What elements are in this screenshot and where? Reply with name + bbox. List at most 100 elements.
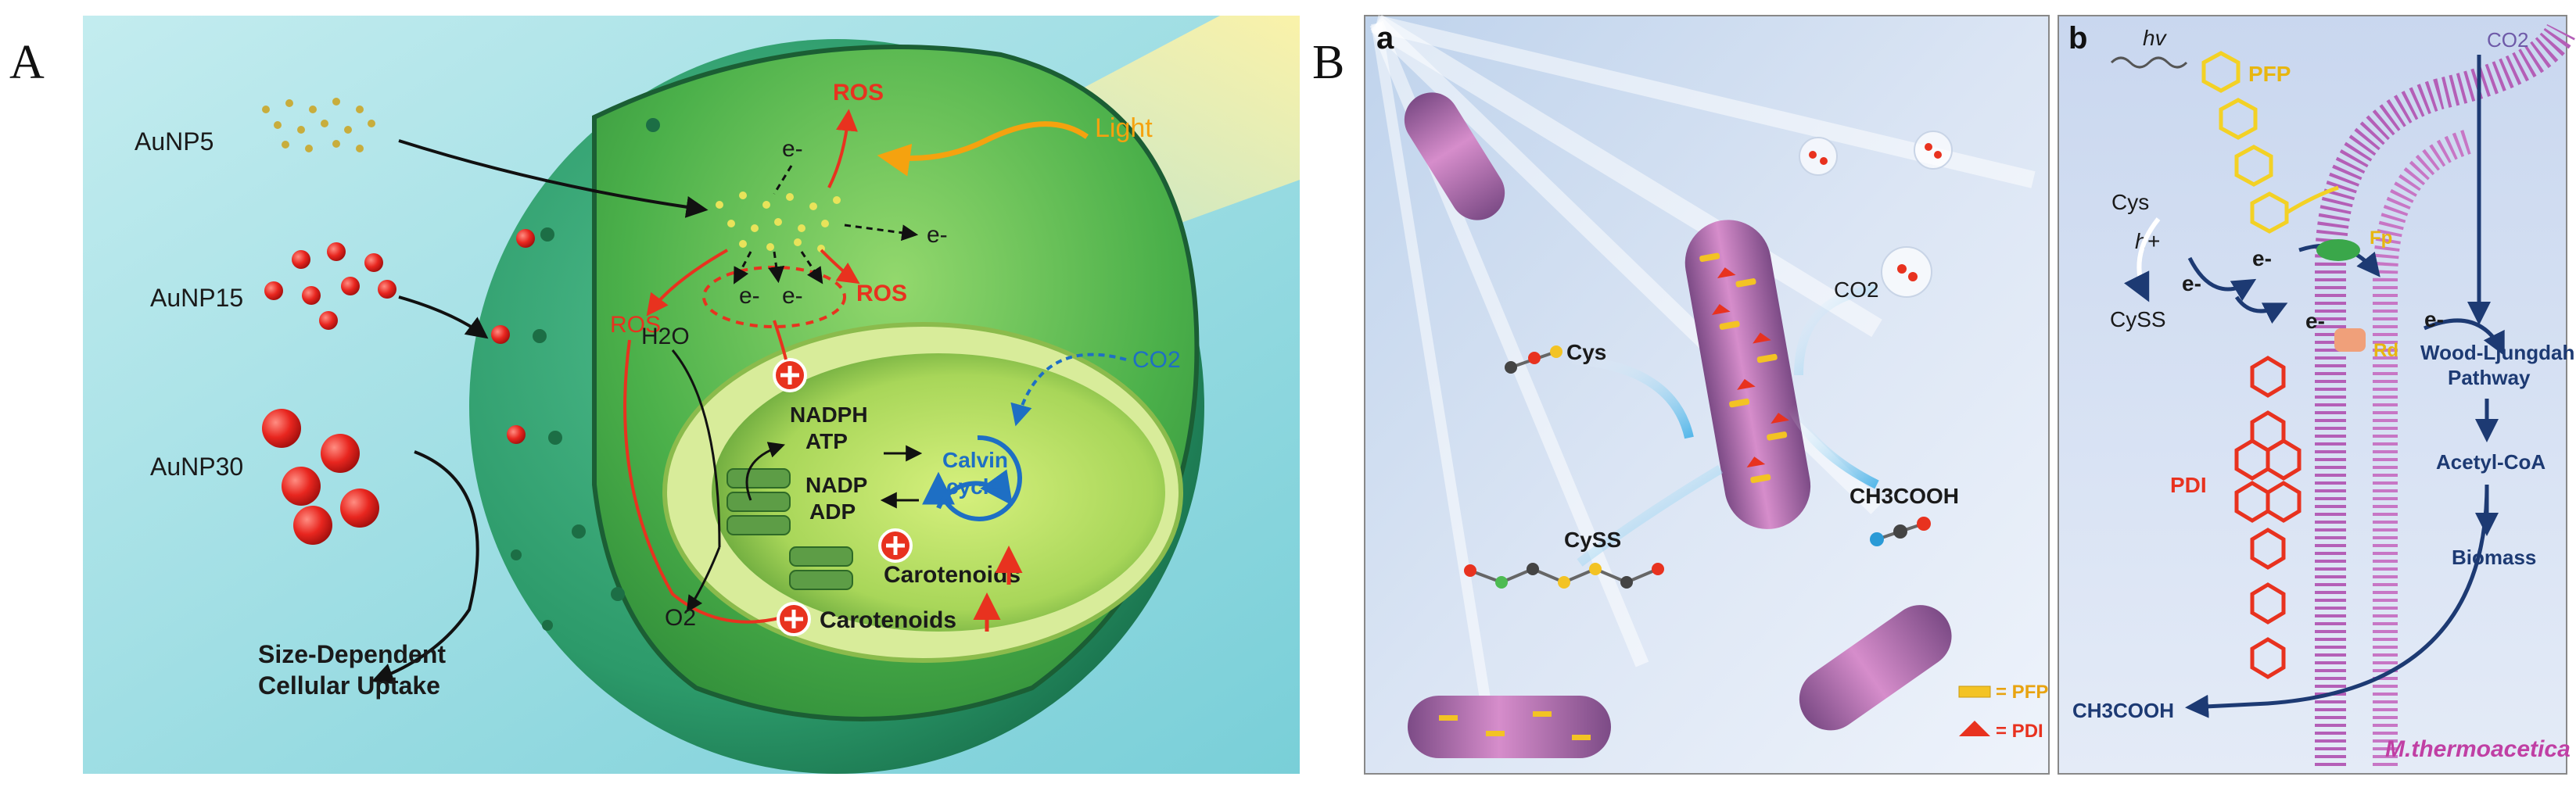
fp-enzyme: [2316, 239, 2360, 261]
bacterium-top-left: [1404, 92, 1505, 220]
aunp5-dots: [262, 98, 375, 152]
cys-oxidation-arrow: [2124, 217, 2161, 302]
co2-bubbles: [1799, 131, 1953, 298]
legend-pfp: = PFP: [1958, 682, 2048, 703]
sub-b-label-pfp: PFP: [2248, 62, 2291, 86]
legend-pdi-label: = PDI: [1996, 721, 2043, 742]
sub-b-label-pdi: PDI: [2170, 473, 2207, 497]
swirl-co2-in: [1794, 285, 1878, 376]
bacterium-bottom-right: [1799, 605, 1952, 731]
sub-b-letter: b: [2068, 21, 2087, 55]
sub-b-electron-4: e-: [2424, 307, 2444, 331]
arrow-aunp15-uptake: [398, 295, 489, 339]
sub-b-label-hv: hv: [2143, 26, 2168, 50]
sub-b-label-cyss: CySS: [2110, 307, 2166, 331]
arrow-aunp5-uptake: [398, 139, 709, 218]
electron-arrow-down-left: [734, 251, 752, 285]
sub-b-label-acetic: CH3COOH: [2072, 699, 2174, 722]
electron-arrow-down-right: [800, 251, 823, 285]
ros-arrow-left: [646, 249, 728, 317]
acetyl-to-acetate-arrow: [2185, 484, 2489, 718]
label-atp: ATP: [805, 429, 848, 453]
sub-b-label-organism: M.thermoacetica: [2385, 736, 2571, 762]
aunp15-balls: [264, 242, 396, 330]
sub-b-label-acetyl: Acetyl-CoA: [2436, 450, 2546, 474]
sub-a-letter: a: [1376, 21, 1394, 55]
sub-a-label-acetic: CH3COOH: [1849, 484, 1959, 508]
electron-ring-left: e-: [739, 283, 760, 309]
ros-to-carotenoids-path: [623, 339, 783, 624]
cell-membrane-particles: [491, 229, 535, 444]
hv-wave: [2110, 56, 2188, 69]
sub-a-label-co2: CO2: [1834, 277, 1879, 302]
co2-bubble-molecules: [1809, 143, 1942, 281]
plus-badge-inner: [878, 528, 913, 563]
label-carotenoids-outer: Carotenoids: [820, 607, 956, 633]
label-nadph: NADPH: [790, 403, 868, 427]
sub-a-label-cyss: CySS: [1564, 528, 1621, 552]
label-aunp5: AuNP5: [135, 127, 213, 156]
oxygen-release-arrow: [686, 546, 721, 613]
swirl-acetic-out: [1786, 404, 1879, 489]
electron-arrow-2: [2234, 295, 2288, 324]
sub-b-label-rd: Rd: [2373, 340, 2398, 361]
arrow-aunp30-uptake: [371, 450, 479, 685]
label-nadp: NADP: [805, 473, 867, 497]
electron-ring-right: e-: [782, 283, 803, 309]
ros-arrow-top: [827, 109, 858, 188]
label-co2-a: CO2: [1132, 347, 1181, 373]
molecule-acetic: [1870, 517, 1931, 546]
sub-b-electron-3: e-: [2305, 309, 2325, 333]
sub-b-label-fp: Fp: [2370, 227, 2392, 249]
aunp30-balls: [262, 409, 379, 545]
panel-b-sub-a: a: [1364, 14, 2050, 775]
co2-entry-arrow: [1010, 353, 1127, 427]
swirl-cyss-out: [1577, 464, 1724, 567]
electron-labels: e- e- e- e-: [739, 136, 948, 309]
label-ros-top: ROS: [833, 80, 884, 106]
panel-b-sub-b: b hv PFP CO2 Cys h+ CySS: [2058, 15, 2576, 775]
plus-badge-top: [773, 358, 807, 392]
water-split-path: [671, 349, 721, 548]
label-calvin: Calvin: [942, 448, 1008, 472]
sub-a-label-cys: Cys: [1566, 340, 1606, 364]
bacterium-bottom-left: [1408, 696, 1611, 758]
label-adp: ADP: [809, 499, 856, 524]
plus-badge-outer: [777, 602, 811, 636]
electron-arrow-down: [768, 251, 785, 284]
sub-b-electron-1: e-: [2182, 271, 2201, 295]
bacterium-center: [1684, 220, 1811, 529]
electron-arrow-right: [844, 224, 919, 242]
cycle-arrow-up: [745, 442, 785, 501]
electron-arrow-1: [2187, 256, 2257, 302]
label-aunp30: AuNP30: [150, 453, 243, 481]
electron-right: e-: [927, 222, 948, 248]
plus-link-top: [773, 320, 788, 360]
sub-b-label-cys: Cys: [2111, 190, 2149, 214]
electron-top: e-: [782, 136, 803, 162]
electron-arrow-top: [773, 165, 793, 195]
pfp-molecule: [2201, 51, 2339, 234]
label-light: Light: [1095, 113, 1153, 143]
sub-b-label-biomass: Biomass: [2452, 546, 2536, 569]
pdi-molecule: [2234, 356, 2302, 679]
label-aunp15: AuNP15: [150, 284, 243, 312]
sub-b-label-co2: CO2: [2487, 28, 2528, 52]
panel-b-letter: B: [1312, 36, 1344, 89]
molecule-cyss: [1464, 563, 1664, 589]
label-cycle: cycle: [946, 474, 1001, 499]
swirl-cys-in: [1571, 355, 1694, 439]
label-h2o: H2O: [641, 324, 690, 349]
thylakoid-stacks: [727, 468, 853, 590]
sub-b-label-pathway-2: Pathway: [2448, 366, 2531, 389]
sub-b-label-pathway-1: Wood-Ljungdahl: [2420, 341, 2576, 364]
legend-pfp-label: = PFP: [1996, 682, 2048, 703]
label-carotenoids-inner: Carotenoids: [884, 562, 1021, 588]
ros-arrow-mid: [820, 249, 860, 285]
rd-enzyme: [2334, 328, 2366, 352]
panel-a: A AuNP5 AuNP15 AuNP30: [9, 16, 1300, 774]
cell-membrane-inner: [2373, 128, 2475, 766]
label-uptake-line2: Cellular Uptake: [258, 671, 440, 700]
molecule-cys: [1505, 345, 1562, 374]
cell-pores: [511, 118, 660, 631]
